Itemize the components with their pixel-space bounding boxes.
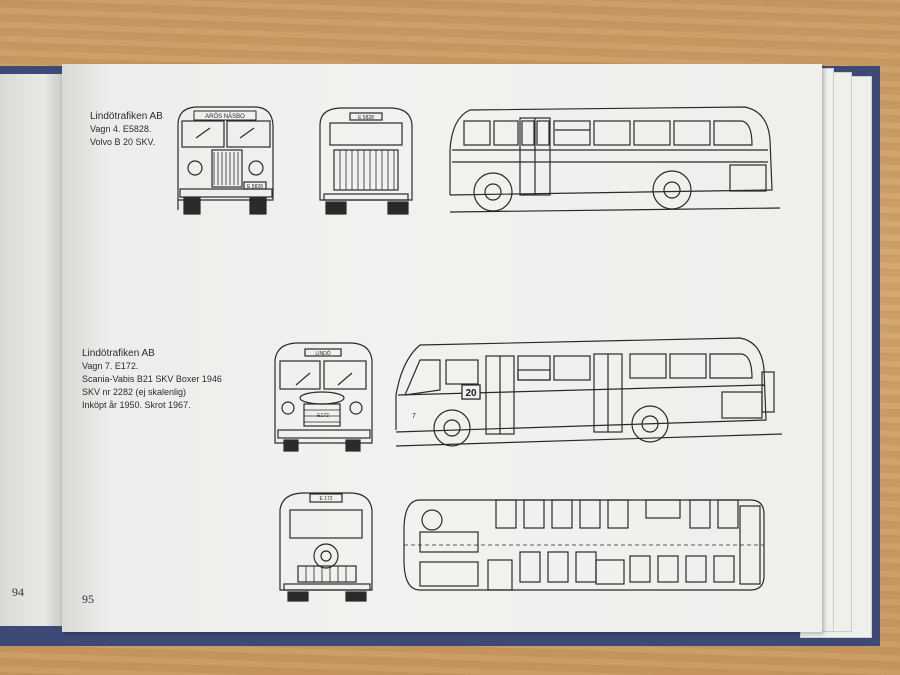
caption-line: SKV nr 2282 (ej skalenlig) <box>82 387 187 397</box>
bus2-floor-plan <box>403 499 765 591</box>
caption-line: Inköpt år 1950. Skrot 1967. <box>82 400 191 410</box>
caption-line: Lindötrafiken AB <box>90 111 163 122</box>
bus2-route-number: 20 <box>465 388 477 399</box>
bus2-front-plate: E172 <box>317 413 329 419</box>
caption-line: Scania-Vabis B21 SKV Boxer 1946 <box>82 374 222 384</box>
bus1-rear-sign: E 5828 <box>358 115 374 121</box>
bus2-front-view <box>274 342 373 452</box>
bus2-rear-sign: E 172 <box>319 496 332 502</box>
bus2-front-sign: LINDÖ <box>315 350 330 357</box>
page-number-right: 95 <box>82 592 94 606</box>
bus1-front-plate: E 5828 <box>247 184 263 190</box>
left-page <box>0 74 62 626</box>
right-page <box>62 64 822 632</box>
caption-line: Vagn 7. E172. <box>82 361 139 371</box>
bus1-front-view <box>177 106 274 215</box>
caption-line: Volvo B 20 SKV. <box>90 137 156 147</box>
caption-bus-2: Lindötrafiken AB Vagn 7. E172. Scania-Va… <box>82 347 222 412</box>
bus2-side-view <box>395 337 783 447</box>
bus1-front-sign: ARÖS NÄSBO <box>205 113 245 120</box>
caption-line: Vagn 4. E5828. <box>90 124 152 134</box>
route-number-box <box>461 384 481 400</box>
bus1-side-view <box>449 106 781 213</box>
page-number-left: 94 <box>12 585 24 599</box>
bus1-rear-view <box>319 107 413 215</box>
bus2-side-number: 7 <box>412 413 416 420</box>
caption-bus-1: Lindötrafiken AB Vagn 4. E5828. Volvo B … <box>90 110 163 149</box>
bus2-rear-view <box>279 492 373 602</box>
caption-line: Lindötrafiken AB <box>82 348 155 359</box>
